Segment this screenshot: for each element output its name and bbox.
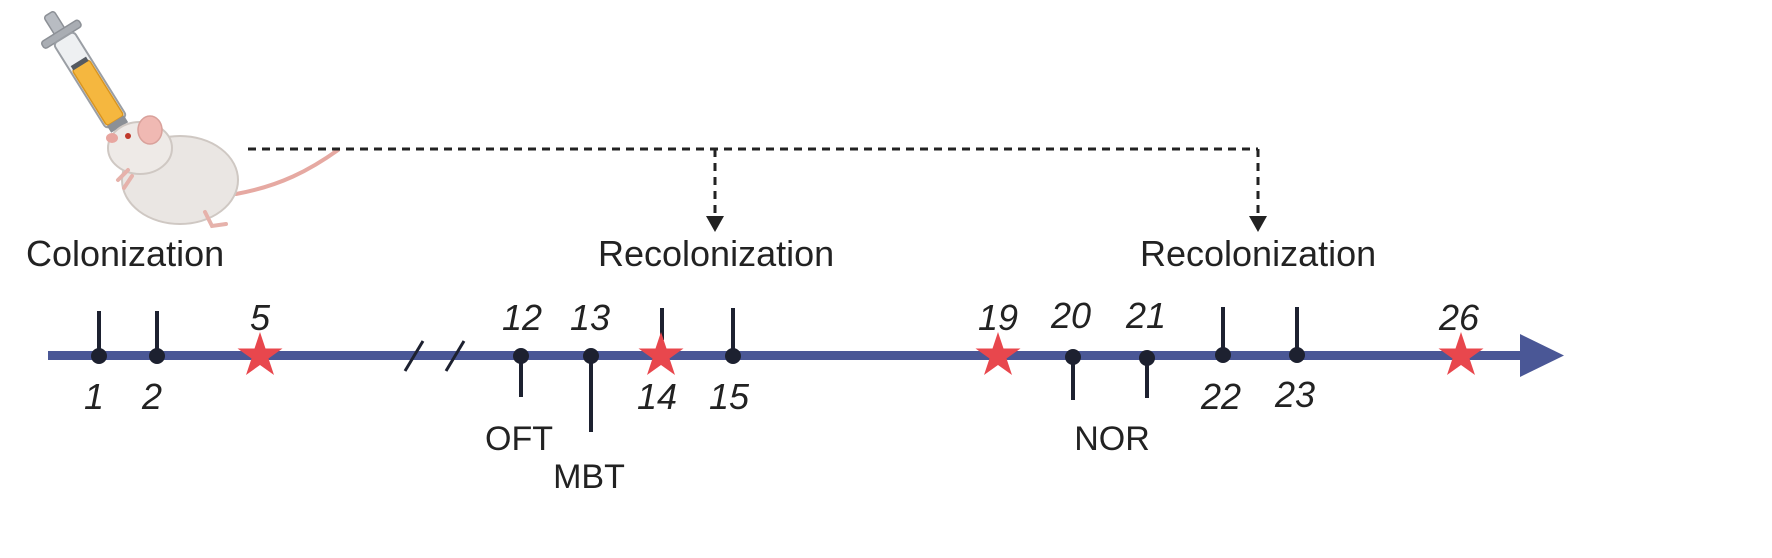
day-label-21: 21 bbox=[1125, 295, 1166, 336]
axis-break-icon bbox=[403, 340, 466, 372]
star-icon bbox=[1438, 332, 1484, 375]
day-label-19: 19 bbox=[978, 297, 1018, 338]
day-label-12: 12 bbox=[502, 297, 542, 338]
phase-label-recolonization-2: Recolonization bbox=[1140, 233, 1376, 274]
phase-label-recolonization-1: Recolonization bbox=[598, 233, 834, 274]
day-label-20: 20 bbox=[1050, 295, 1091, 336]
test-label-mbt: MBT bbox=[553, 458, 625, 496]
day-point bbox=[1215, 347, 1231, 363]
star-markers bbox=[237, 332, 1484, 375]
test-label-nor: NOR bbox=[1074, 420, 1150, 458]
day-label-13: 13 bbox=[570, 297, 610, 338]
day-point bbox=[1139, 350, 1155, 366]
day-label-26: 26 bbox=[1438, 297, 1480, 338]
day-point bbox=[1289, 347, 1305, 363]
star-icon bbox=[638, 332, 684, 375]
day-point bbox=[91, 348, 107, 364]
arrowhead-icon bbox=[1249, 216, 1267, 232]
syringe-icon bbox=[40, 11, 134, 148]
day-point bbox=[1065, 349, 1081, 365]
day-label-23: 23 bbox=[1274, 374, 1315, 415]
day-point bbox=[149, 348, 165, 364]
recolonization-guide bbox=[248, 147, 1267, 232]
day-label-2: 2 bbox=[141, 376, 162, 417]
day-point bbox=[725, 348, 741, 364]
test-labels: OFT MBT NOR bbox=[485, 420, 1150, 496]
day-label-14: 14 bbox=[637, 376, 677, 417]
day-labels: 1 2 5 12 13 14 15 19 20 21 22 23 26 bbox=[84, 295, 1480, 417]
timeline-ticks bbox=[97, 307, 1299, 432]
day-label-1: 1 bbox=[84, 376, 104, 417]
day-label-5: 5 bbox=[250, 297, 271, 338]
day-label-22: 22 bbox=[1200, 376, 1241, 417]
arrowhead-icon bbox=[706, 216, 724, 232]
star-icon bbox=[975, 332, 1021, 375]
day-point bbox=[513, 348, 529, 364]
test-label-oft: OFT bbox=[485, 420, 553, 458]
phase-label-colonization: Colonization bbox=[26, 233, 224, 274]
timeline-axis bbox=[48, 334, 1564, 377]
axis-arrow-icon bbox=[1520, 334, 1564, 377]
star-icon bbox=[237, 332, 283, 375]
timeline-points bbox=[91, 347, 1305, 366]
day-label-15: 15 bbox=[709, 376, 750, 417]
mouse-icon bbox=[106, 115, 340, 229]
day-point bbox=[583, 348, 599, 364]
